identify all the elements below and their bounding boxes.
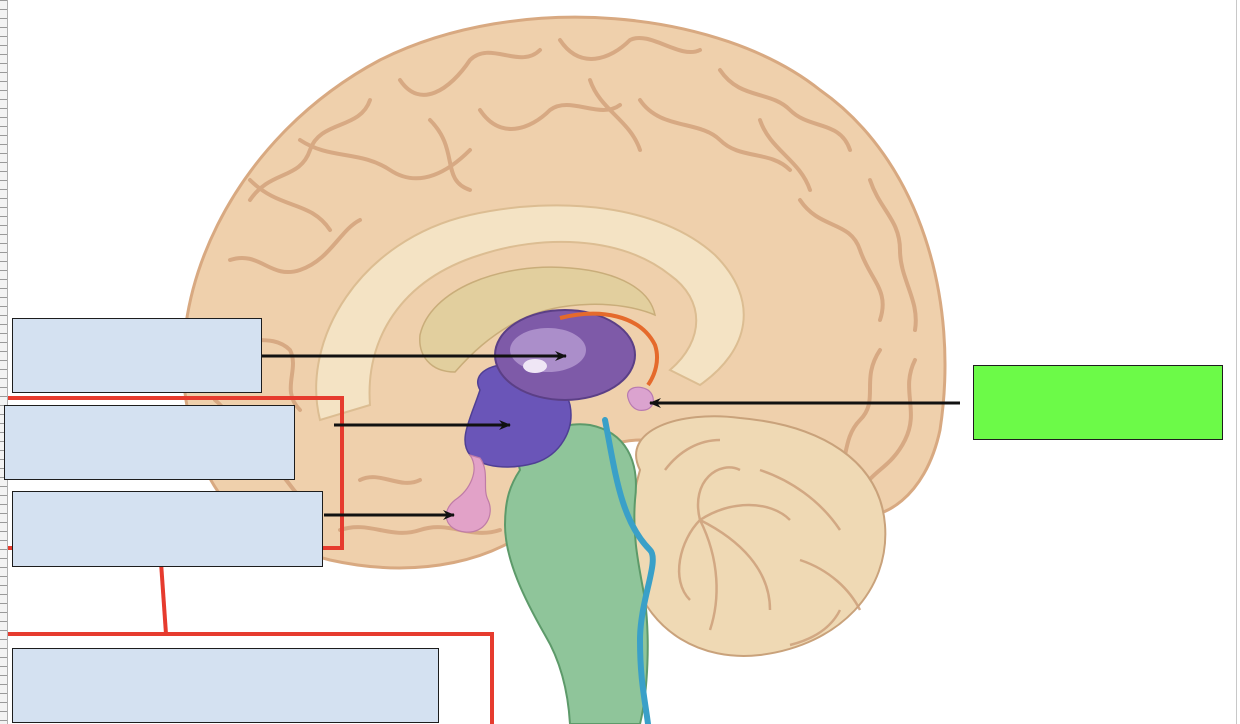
label-arrows	[262, 351, 960, 520]
choroid-plexus	[559, 311, 659, 387]
label-box-thalamus[interactable]	[12, 318, 262, 393]
ruler-strip	[0, 0, 8, 724]
frame-edge	[1236, 0, 1237, 724]
thalamus-highlight	[510, 328, 586, 372]
interthalamic-adhesion	[523, 359, 547, 373]
csf-channel	[602, 417, 656, 724]
label-box-pituitary[interactable]	[12, 491, 323, 567]
label-box-pineal[interactable]	[973, 365, 1223, 440]
label-box-group[interactable]	[12, 648, 439, 723]
cerebellum-folia	[664, 438, 862, 647]
lateral-ventricle	[419, 266, 657, 373]
label-box-hypothalamus[interactable]	[4, 405, 295, 480]
pituitary-gland	[445, 453, 491, 533]
brainstem	[503, 423, 649, 724]
corpus-callosum	[315, 204, 745, 422]
